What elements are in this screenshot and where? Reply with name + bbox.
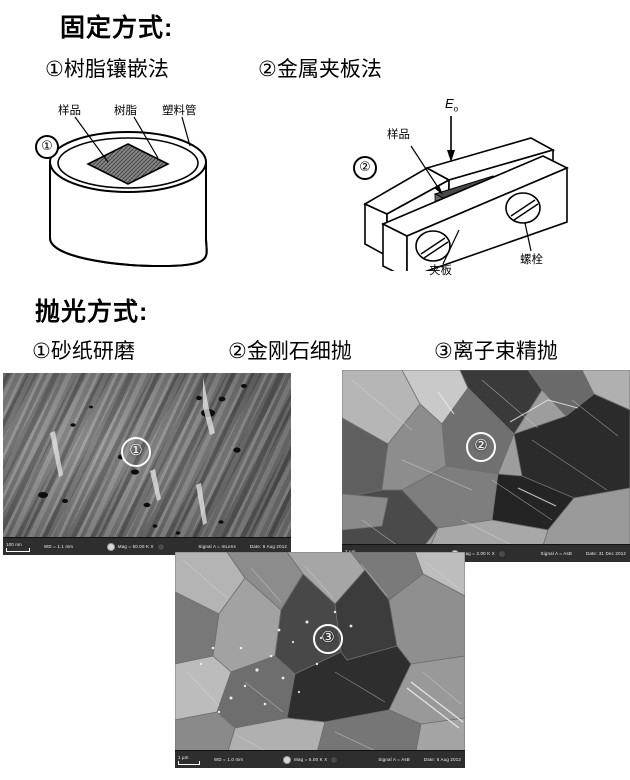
micrograph-ion-beam: ③ 1 µm WD = 1.0 mm Mag = 5.00 K X Signal… [175,552,465,768]
micrograph-diamond-badge: ② [466,432,496,462]
micrograph-diamond-grains [342,370,630,562]
label-clamp-plate: 夹板 [429,265,452,277]
micrograph-sandpaper-signal: Signal A = InLens [198,544,236,549]
polishing-method-1-label: 砂纸研磨 [50,340,135,363]
micrograph-sandpaper: ① 100 nm WD = 1.1 mm Mag = 50.00 K X Sig… [3,373,291,555]
diagram-resin-badge: ① [35,135,59,159]
polishing-method-1: ①砂纸研磨 [32,335,135,365]
label-field-subscript: o [453,104,459,114]
label-sample-clamp: 样品 [387,129,410,141]
micrograph-sandpaper-date: Date: 6 Aug 2012 [249,544,287,549]
polishing-method-3-marker: ③ [434,340,453,363]
mounting-method-1-marker: ① [45,58,64,81]
section-title-polishing: 抛光方式: [35,298,149,326]
sem-knob-icon [330,755,339,764]
label-resin: 树脂 [114,105,137,117]
label-bolt: 螺栓 [520,254,543,266]
micrograph-ion-beam-info-bar: 1 µm WD = 1.0 mm Mag = 5.00 K X Signal A… [175,750,465,768]
polishing-method-1-marker: ① [32,340,51,363]
micrograph-diamond: ② 2 µm WD = 5.6 mm Mag = 2.00 K X Signal… [342,370,630,562]
diagram-resin-mount: 样品 树脂 塑料管 ① [10,100,300,270]
micrograph-sandpaper-scalebar: 100 nm [6,542,30,552]
polishing-method-2-marker: ② [228,340,247,363]
section-title-mounting: 固定方式: [60,14,174,42]
micrograph-diamond-mag: Mag = 2.00 K X [461,551,495,556]
polishing-method-3-label: 离子束精抛 [452,340,558,363]
micrograph-sandpaper-pits [38,377,247,535]
label-field-symbol: E [445,96,454,111]
micrograph-ion-beam-scale-text: 1 µm [178,754,189,760]
label-field-strength: Eo [445,96,458,114]
sem-knob-icon [283,755,292,764]
micrograph-ion-beam-signal: Signal A = AsB [378,757,410,762]
label-sample-resin: 样品 [58,105,81,117]
micrograph-ion-beam-badge: ③ [313,624,343,654]
micrograph-diamond-signal: Signal A = AsB [540,551,572,556]
polishing-method-3: ③离子束精抛 [434,335,558,365]
micrograph-sandpaper-scale-text: 100 nm [6,541,22,547]
resin-mount-svg [49,116,208,268]
micrograph-sandpaper-info-bar: 100 nm WD = 1.1 mm Mag = 50.00 K X Signa… [3,537,291,555]
mounting-method-2-label: 金属夹板法 [276,58,382,81]
micrograph-sandpaper-mag: Mag = 50.00 K X [117,544,154,549]
sem-knob-icon [156,542,165,551]
mounting-method-1: ①树脂镶嵌法 [45,53,169,83]
micrograph-diamond-scale-text: 2 µm [345,548,356,554]
micrograph-ion-beam-scalebar: 1 µm [178,755,200,765]
diagram-metal-clamp: Eo 样品 夹板 螺栓 ② [335,96,630,280]
micrograph-sandpaper-badge: ① [121,437,151,467]
micrograph-ion-beam-date: Date: 6 Aug 2012 [423,757,461,762]
sem-knob-icon [106,542,115,551]
mounting-method-2-marker: ② [258,58,277,81]
micrograph-diamond-date: Date: 31 Dec 2012 [585,551,626,556]
micrograph-sandpaper-wd: WD = 1.1 mm [44,544,74,549]
sem-knob-icon [497,549,506,558]
polishing-method-2: ②金刚石细抛 [228,335,352,365]
micrograph-sandpaper-surface [3,373,291,555]
label-plastic-tube: 塑料管 [162,105,197,117]
micrograph-ion-beam-wd: WD = 1.0 mm [214,757,244,762]
micrograph-ion-beam-grains [175,552,465,768]
metal-clamp-svg [363,116,569,280]
polishing-method-2-label: 金刚石细抛 [246,340,352,363]
diagram-clamp-badge: ② [353,156,377,180]
mounting-method-2: ②金属夹板法 [258,53,382,83]
mounting-method-1-label: 树脂镶嵌法 [63,58,169,81]
micrograph-ion-beam-mag: Mag = 5.00 K X [294,757,328,762]
